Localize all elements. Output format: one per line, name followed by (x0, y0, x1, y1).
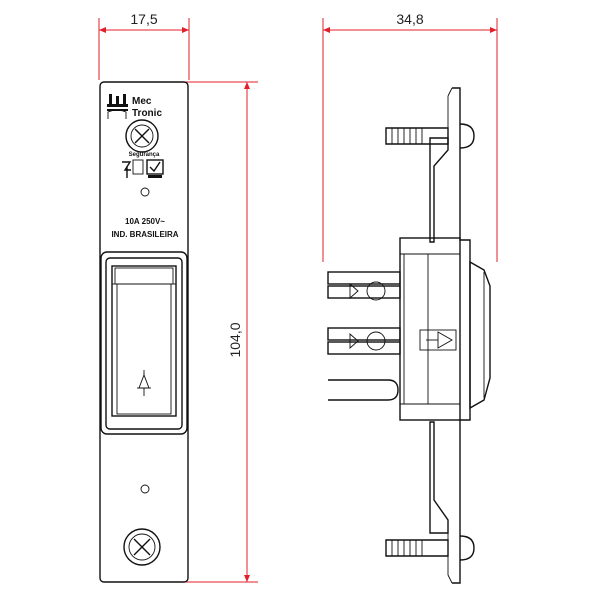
certification-label: Segurança (129, 152, 160, 158)
upper-screw-icon (385, 123, 475, 149)
dimension-label-height: 104,0 (227, 322, 243, 357)
side-plate (452, 87, 471, 584)
safety-seal-icon (125, 119, 159, 153)
terminal-contacts (327, 271, 401, 401)
brand-line-2: Tronic (132, 108, 162, 119)
mounting-screw-icon (123, 528, 161, 566)
switch-actuator (100, 251, 188, 435)
front-view: Mec Tronic Segurança 10A 250V~ IND. BRAS… (99, 81, 189, 583)
contact-arrow-icon (419, 329, 457, 351)
brand-line-1: Mec (132, 96, 152, 107)
indicator-hole (140, 187, 150, 197)
front-plate-outline (99, 81, 189, 583)
dimension-width-side: 34,8 (322, 11, 498, 262)
lower-bracket (429, 421, 449, 534)
rating-label: 10A 250V~ (125, 217, 165, 226)
lower-indicator-hole (140, 484, 150, 494)
side-view (327, 87, 491, 584)
dimension-width-front: 17,5 (98, 11, 190, 80)
origin-label: IND. BRASILEIRA (111, 230, 178, 239)
certification-mark-icon (122, 159, 164, 178)
dimension-label-side: 34,8 (396, 11, 423, 27)
lamp-symbol-icon (137, 370, 151, 396)
dimension-height: 104,0 (185, 81, 258, 583)
lower-screw-icon (385, 535, 475, 561)
switch-body (399, 237, 461, 421)
rocker-profile (469, 260, 491, 410)
upper-bracket (429, 137, 449, 243)
dimension-label-front: 17,5 (130, 11, 157, 27)
brand-logo-icon (107, 94, 128, 119)
